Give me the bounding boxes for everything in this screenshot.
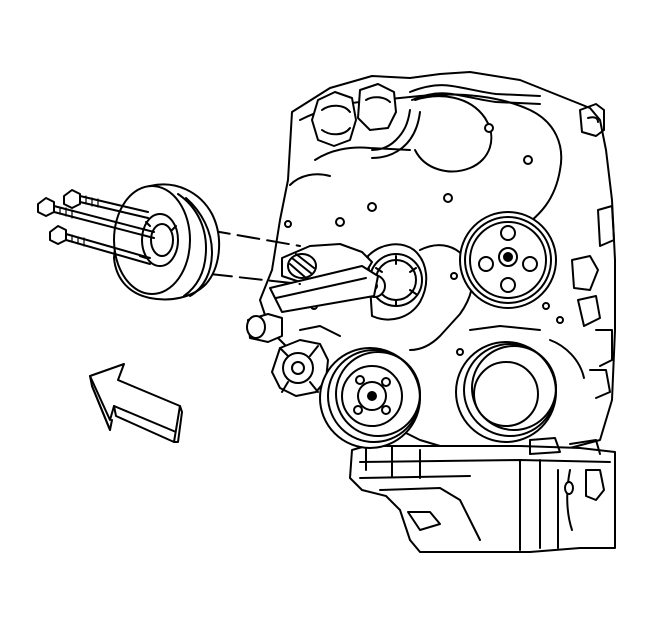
- direction-arrow-icon: [89, 363, 183, 443]
- water-pump-pulley: [455, 339, 585, 443]
- balancer-bolt-middle: [37, 197, 155, 239]
- oil-filter: [271, 339, 329, 397]
- power-steering-pulley: [459, 211, 557, 309]
- crankshaft-hub: [319, 347, 421, 449]
- balancer-bolt-top: [63, 189, 149, 219]
- crankshaft-balancer: [113, 183, 221, 301]
- oil-pan: [349, 437, 616, 553]
- alignment-guide: [207, 229, 301, 285]
- idler-pulley: [269, 243, 379, 313]
- tensioner: [362, 243, 428, 321]
- balancer-bolt-bottom: [49, 225, 151, 265]
